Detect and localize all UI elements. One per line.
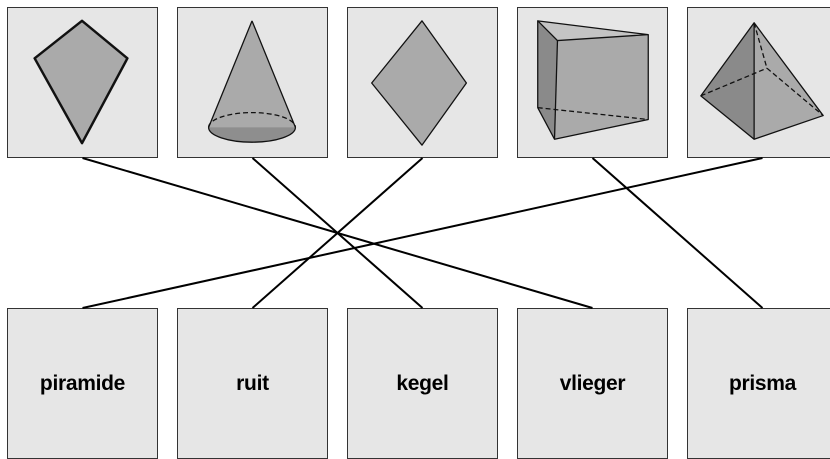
- word-card-kegel[interactable]: kegel: [347, 308, 498, 459]
- rhombus-shape-icon: [371, 20, 468, 146]
- square-pyramid-icon: [700, 22, 824, 140]
- kite-shape-icon: [33, 19, 129, 145]
- link-rhombus-to-ruit: [251, 157, 424, 309]
- link-kite-to-vlieger: [82, 157, 593, 309]
- link-prism-to-prisma: [591, 157, 764, 309]
- word-card-ruit[interactable]: ruit: [177, 308, 328, 459]
- cone-shape-icon: [207, 20, 297, 143]
- word-label-kegel: kegel: [396, 371, 449, 395]
- shape-card-rhombus[interactable]: [347, 7, 498, 158]
- word-card-prisma[interactable]: prisma: [687, 308, 830, 459]
- triangular-prism-icon: [537, 20, 649, 140]
- shape-card-kite[interactable]: [7, 7, 158, 158]
- word-label-vlieger: vlieger: [559, 371, 626, 395]
- link-cone-to-kegel: [251, 157, 424, 309]
- word-label-ruit: ruit: [236, 371, 269, 395]
- shape-card-pyramid[interactable]: [687, 7, 830, 158]
- word-card-piramide[interactable]: piramide: [7, 308, 158, 459]
- word-card-vlieger[interactable]: vlieger: [517, 308, 668, 459]
- link-pyramid-to-piramide: [82, 157, 763, 309]
- word-label-prisma: prisma: [728, 371, 797, 395]
- shape-card-prism[interactable]: [517, 7, 668, 158]
- shape-card-cone[interactable]: [177, 7, 328, 158]
- word-label-piramide: piramide: [39, 371, 126, 395]
